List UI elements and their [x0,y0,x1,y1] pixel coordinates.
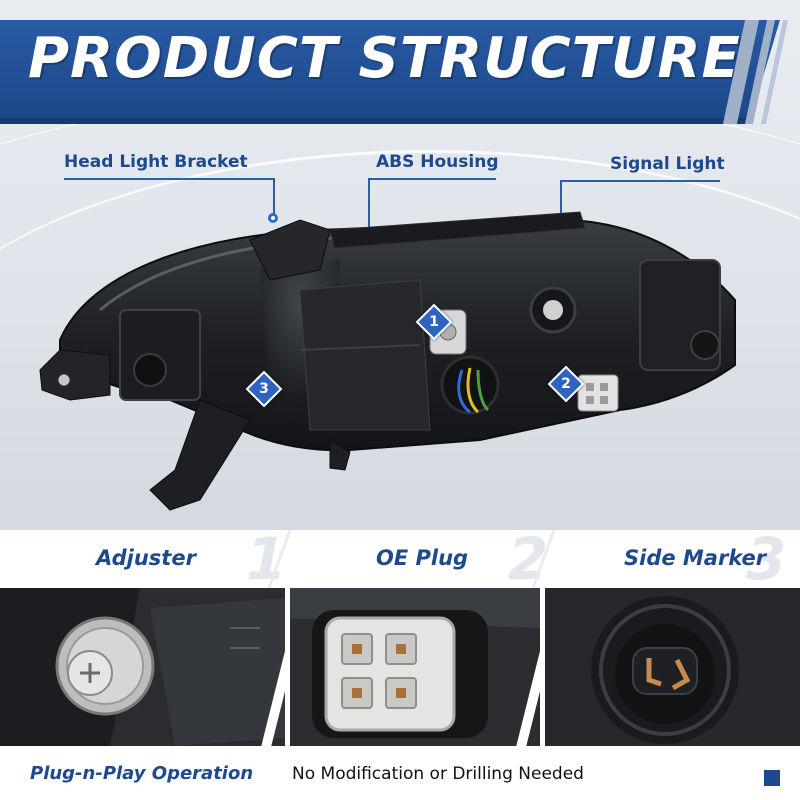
product-structure-section: PRODUCT STRUCTURE Head Light Bracket ABS… [0,0,800,530]
banner-stripes [688,20,800,124]
footer-subtext: No Modification or Drilling Needed [292,764,584,784]
callout-dot [268,213,278,223]
callout-line [273,178,275,216]
feature-labels: 1 Adjuster 2 OE Plug 3 Side Marker [0,530,800,588]
headlight-illustration [39,211,736,511]
callout-line [368,178,370,270]
detail-photos [0,588,800,746]
detail-photo-oe-plug [290,588,540,746]
callout-signal-light: Signal Light [610,154,725,174]
footer-accent-square [764,770,780,786]
feature-label-oe-plug: OE Plug [376,546,469,570]
callout-head-light-bracket: Head Light Bracket [64,152,248,172]
detail-photo-side-marker [545,588,800,746]
callout-line [368,178,496,180]
footer-headline: Plug-n-Play Operation [30,763,254,784]
callout-line [64,178,274,180]
feature-label-adjuster: Adjuster [96,546,196,570]
feature-label-side-marker: Side Marker [624,546,767,570]
callout-line [560,180,720,182]
callout-abs-housing: ABS Housing [376,152,499,172]
page-title: PRODUCT STRUCTURE [28,26,741,91]
title-banner [0,20,780,124]
footer: Plug-n-Play Operation No Modification or… [0,746,800,800]
detail-photo-adjuster [0,588,285,746]
feature-number: 3 [746,525,787,593]
